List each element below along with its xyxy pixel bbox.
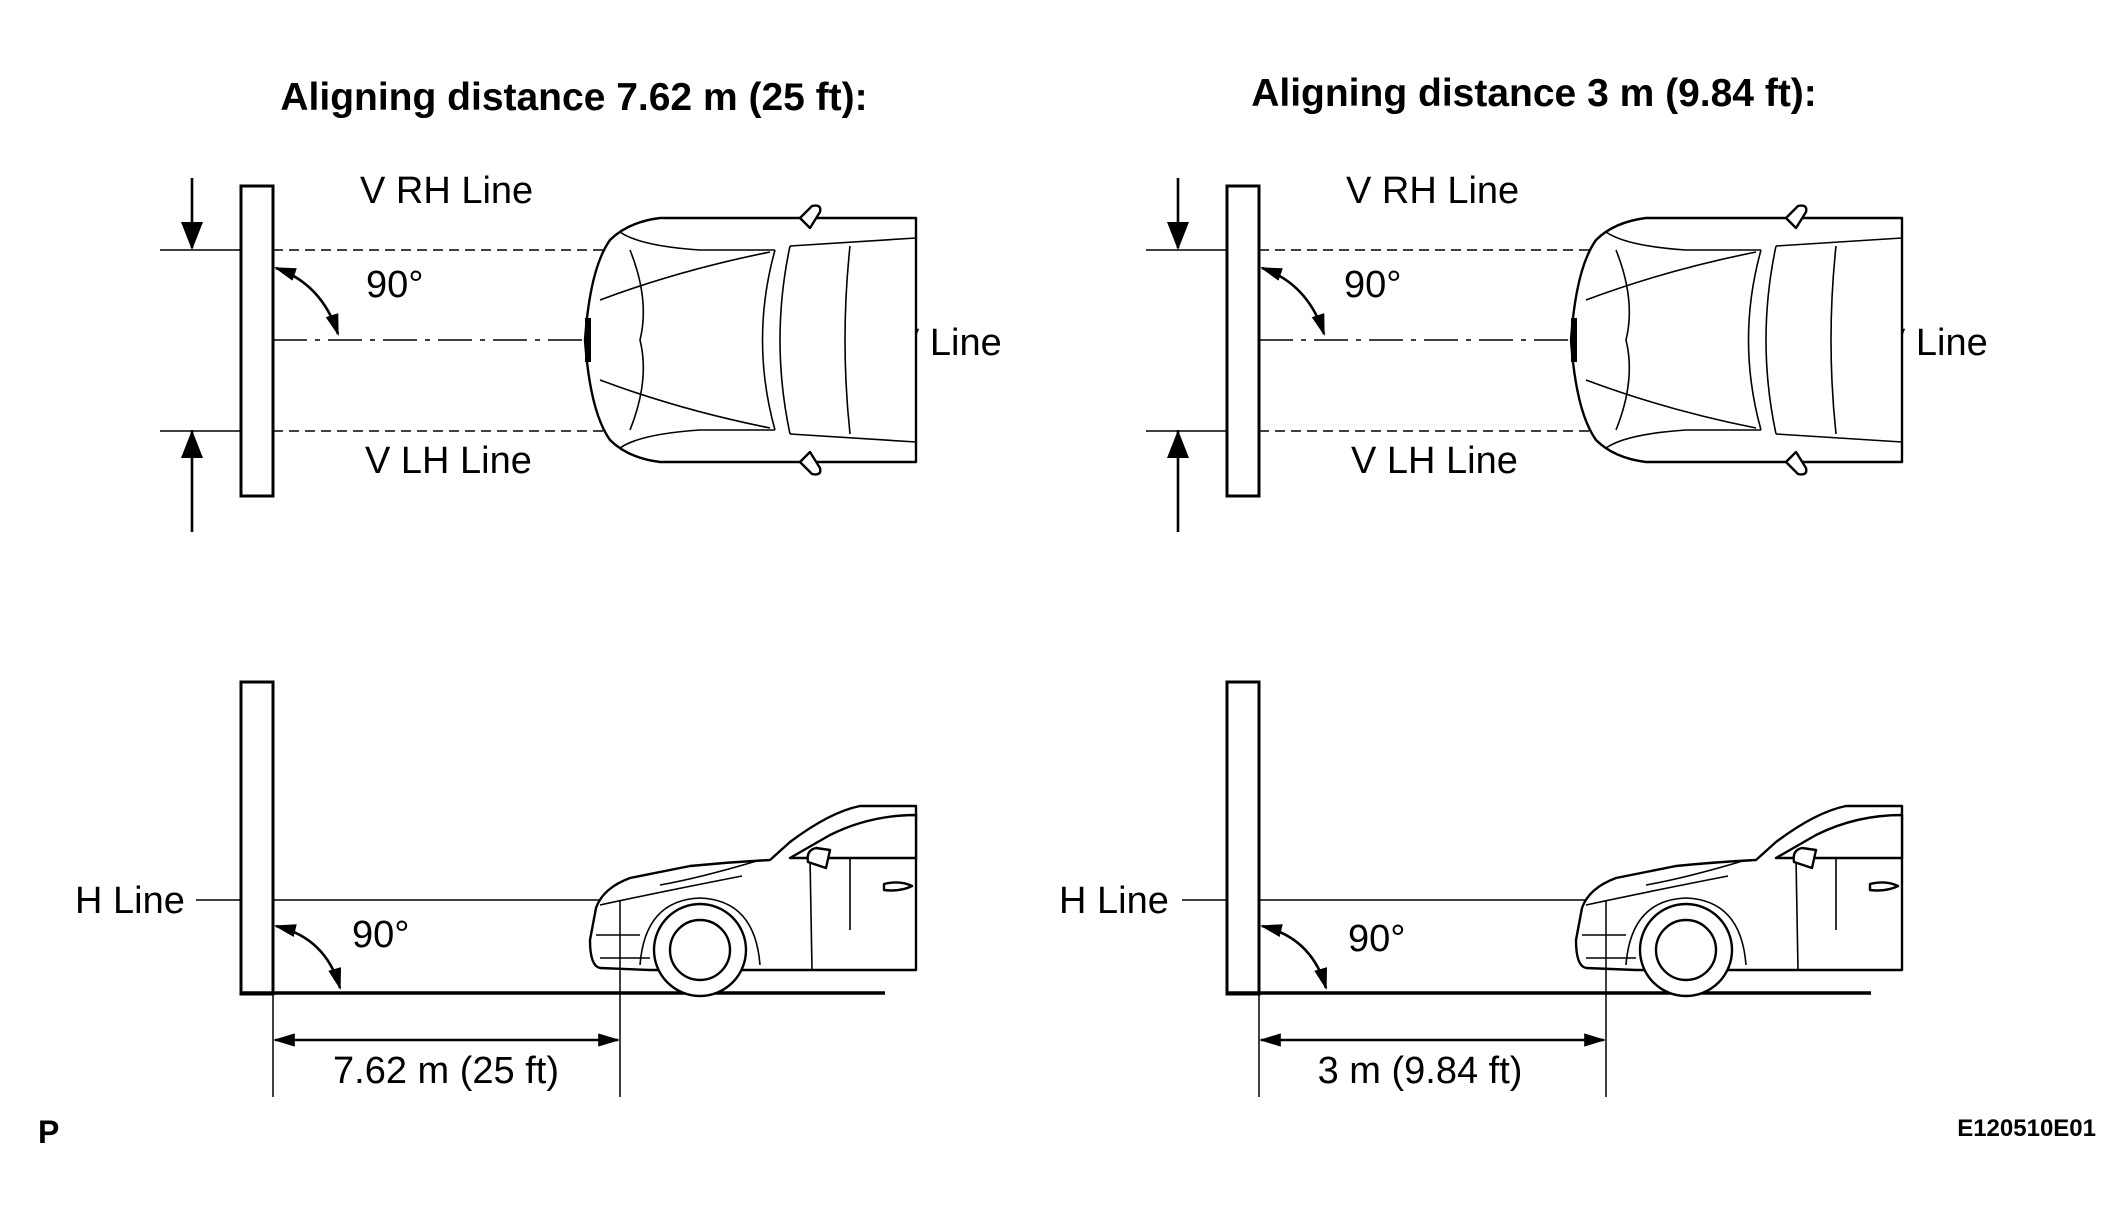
angle-arc <box>1259 266 1326 337</box>
h-line-label: H Line <box>75 880 185 922</box>
car-side-view <box>1574 804 1904 998</box>
arrowhead <box>1167 222 1189 250</box>
screen-wall <box>239 184 275 498</box>
corner-label-left: P <box>38 1114 59 1150</box>
car-top-view <box>583 204 918 476</box>
angle-label: 90° <box>1348 918 1405 960</box>
v-lh-label: V LH Line <box>1351 440 1518 482</box>
angle-label: 90° <box>366 264 423 306</box>
panel-title: Aligning distance 3 m (9.84 ft): <box>1251 72 1817 115</box>
panel-left: Aligning distance 7.62 m (25 ft): V RH L… <box>75 76 1002 1097</box>
v-lh-label: V LH Line <box>365 440 532 482</box>
screen-wall <box>239 680 275 996</box>
arrowhead <box>181 222 203 250</box>
panel-right: Aligning distance 3 m (9.84 ft): V RH Li… <box>1059 72 1988 1097</box>
arrowhead <box>1167 430 1189 458</box>
screen-wall <box>1225 184 1261 498</box>
distance-label: 7.62 m (25 ft) <box>333 1050 559 1092</box>
figure-code: E120510E01 <box>1957 1115 2096 1142</box>
angle-arc <box>1259 924 1328 991</box>
car-side-view <box>588 804 918 998</box>
h-line-label: H Line <box>1059 880 1169 922</box>
car-top-view <box>1569 204 1904 476</box>
angle-arc <box>273 266 340 337</box>
angle-label: 90° <box>1344 264 1401 306</box>
top-view: V RH Line V LH Line 90° V Line <box>160 170 1002 532</box>
screen-wall <box>1225 680 1261 996</box>
side-view: H Line 90° <box>75 680 918 1097</box>
side-view: H Line 90° 3 m (9.84 ft) <box>1059 680 1904 1097</box>
angle-arc <box>273 924 342 991</box>
v-rh-label: V RH Line <box>360 170 533 212</box>
angle-label: 90° <box>352 914 409 956</box>
top-view: V RH Line V LH Line 90° V Line <box>1146 170 1988 532</box>
v-rh-label: V RH Line <box>1346 170 1519 212</box>
panel-title: Aligning distance 7.62 m (25 ft): <box>280 76 867 119</box>
arrowhead <box>181 430 203 458</box>
distance-label: 3 m (9.84 ft) <box>1318 1050 1523 1092</box>
